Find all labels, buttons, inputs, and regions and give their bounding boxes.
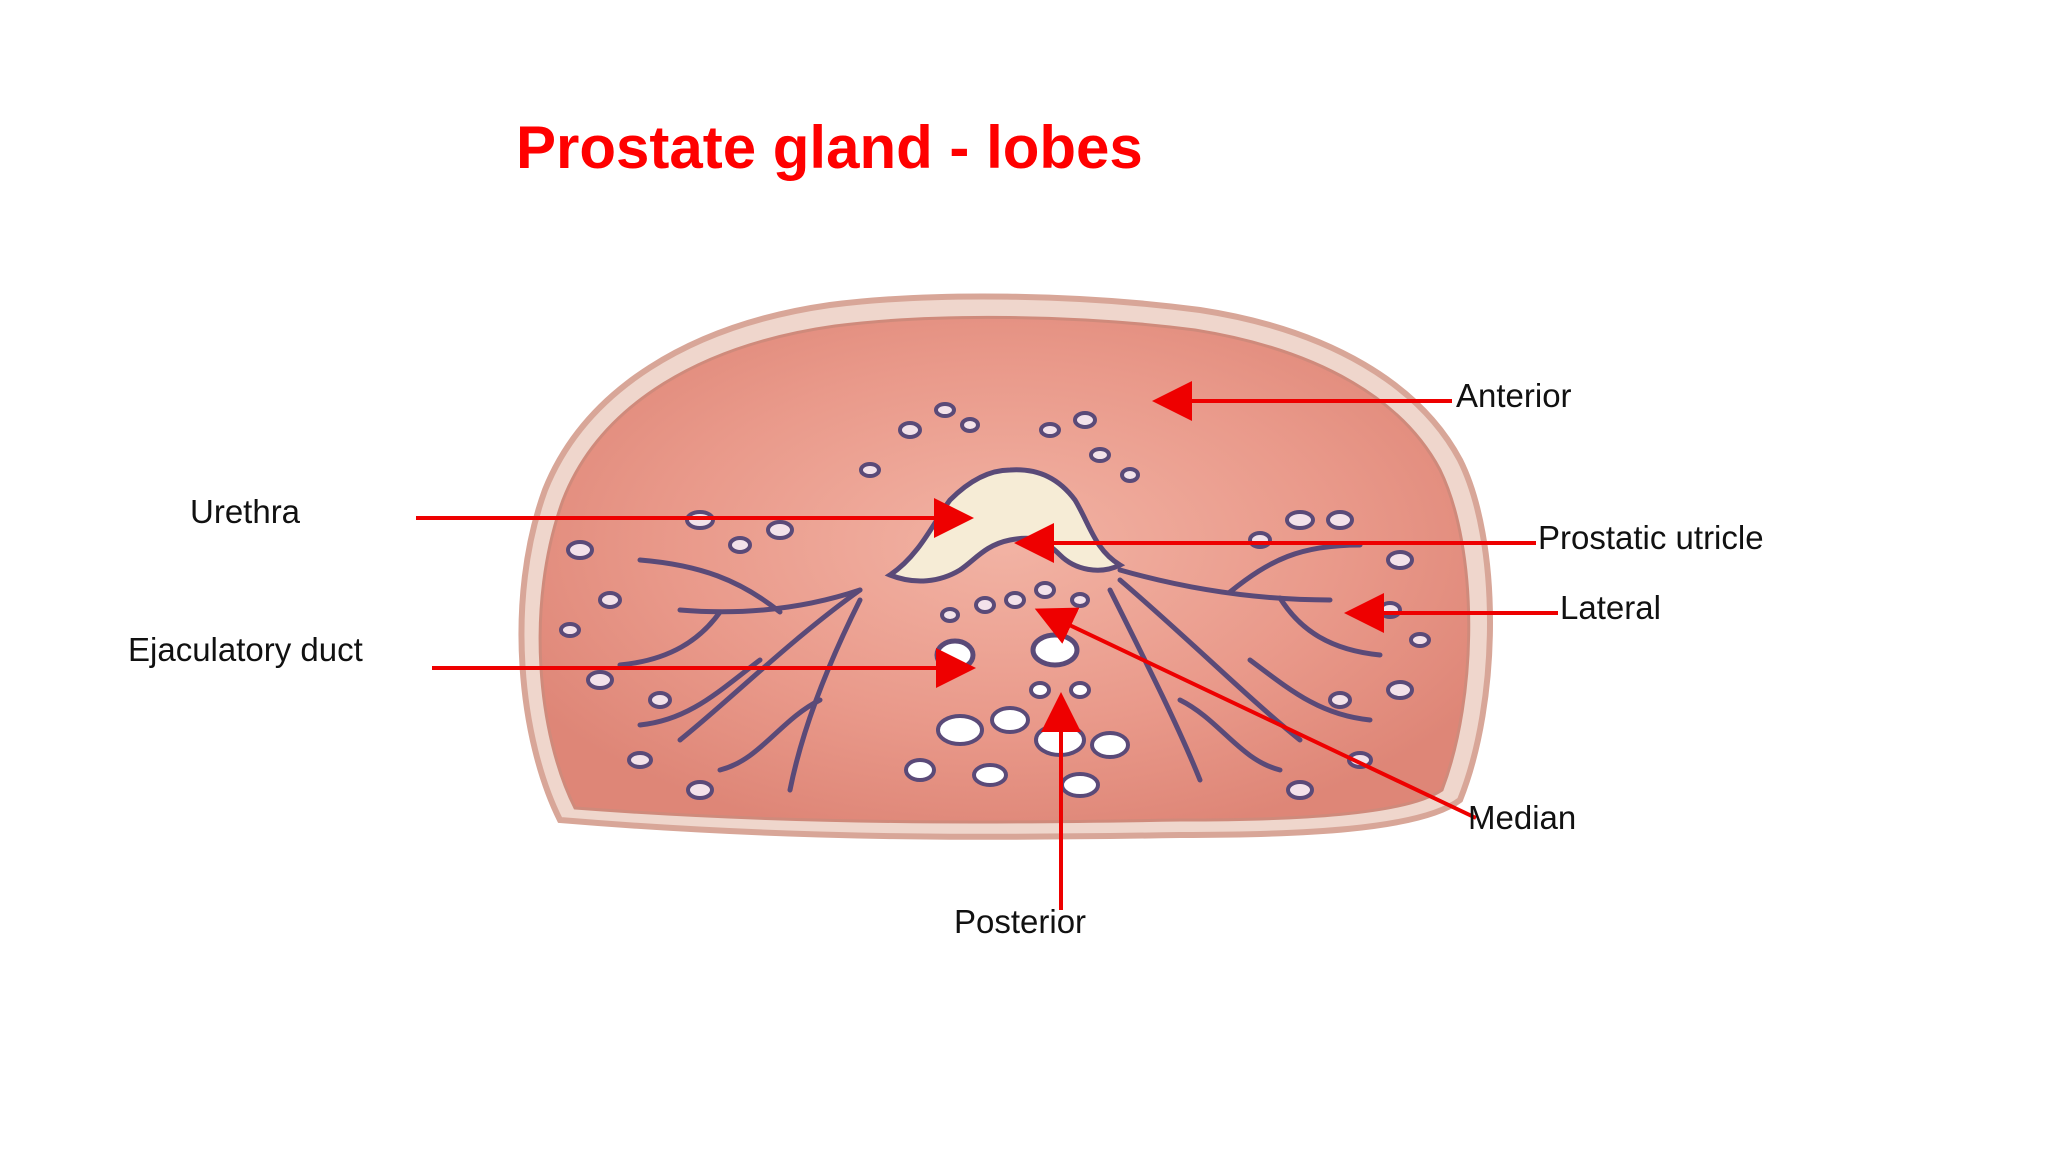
label-posterior: Posterior	[954, 903, 1087, 940]
left-lateral-acini	[559, 510, 794, 800]
label-anterior: Anterior	[1456, 377, 1572, 414]
anterior-acini	[859, 402, 1140, 483]
slide-title: Prostate gland - lobes	[516, 114, 1143, 181]
right-lateral-acini	[1248, 510, 1431, 800]
label-ejaculatory-duct: Ejaculatory duct	[128, 631, 363, 668]
arrow-median	[1034, 607, 1477, 820]
label-lateral: Lateral	[1560, 589, 1661, 626]
urethra-lumen	[884, 467, 1126, 584]
leader-arrows	[416, 381, 1558, 910]
label-prostatic-utricle: Prostatic utricle	[1538, 519, 1764, 556]
median-acini	[940, 581, 1090, 623]
right-lateral-glands	[1107, 542, 1383, 783]
prostate-tissue	[538, 315, 1471, 824]
label-urethra: Urethra	[190, 493, 301, 530]
label-median: Median	[1468, 799, 1577, 836]
